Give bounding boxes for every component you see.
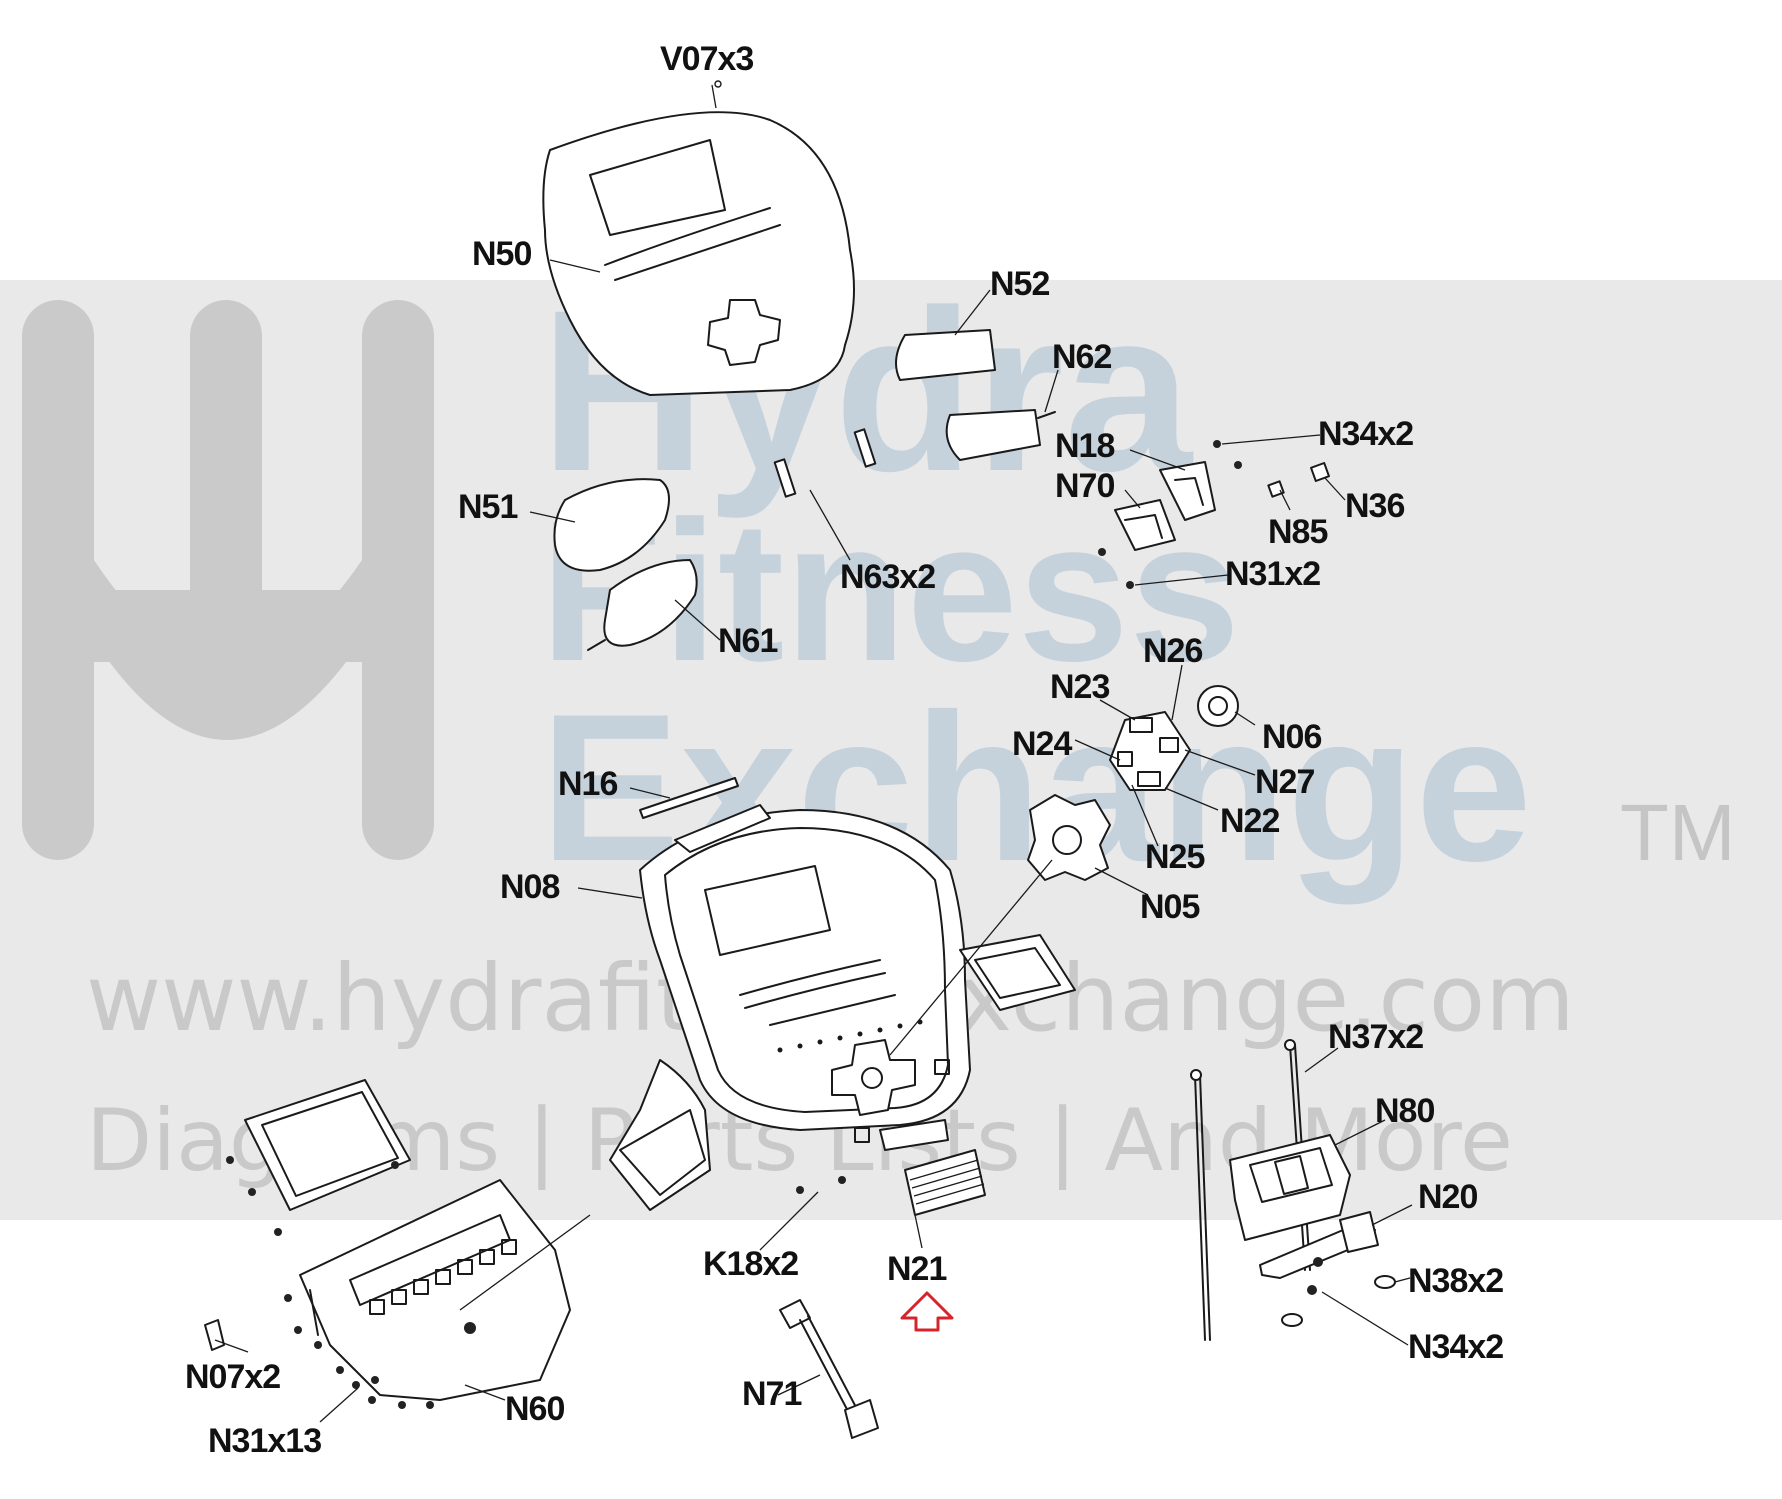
label-v07x3: V07x3	[660, 40, 753, 78]
part-labels: V07x3 N50 N52 N62 N34x2 N18 N70 N36 N85 …	[185, 40, 1504, 1460]
part-n18-bracket	[1159, 461, 1216, 521]
part-k18-screws	[796, 1176, 846, 1194]
label-n34x2-bottom: N34x2	[1408, 1328, 1503, 1366]
part-n38-washers	[1281, 1275, 1396, 1327]
label-n70: N70	[1055, 467, 1114, 505]
label-n80: N80	[1375, 1092, 1434, 1130]
label-n08: N08	[500, 868, 559, 906]
part-n08-console	[609, 804, 1076, 1211]
label-n71: N71	[742, 1375, 801, 1413]
label-n31x13: N31x13	[208, 1422, 321, 1460]
label-n52: N52	[990, 265, 1049, 303]
part-n31-screws	[226, 1156, 434, 1409]
label-k18x2: K18x2	[703, 1245, 798, 1283]
label-n34x2-top: N34x2	[1318, 415, 1413, 453]
part-n60-board	[299, 1179, 571, 1401]
part-n05-knob	[1027, 794, 1111, 881]
label-n24: N24	[1012, 725, 1072, 763]
part-n51-overlay	[553, 478, 670, 572]
part-knob-switches	[1109, 711, 1191, 791]
part-n34-screws-bottom	[1307, 1257, 1323, 1295]
part-n70-bracket	[1114, 499, 1176, 551]
label-n25: N25	[1145, 838, 1204, 876]
label-n18: N18	[1055, 427, 1114, 465]
part-small-screws-top	[1098, 440, 1330, 589]
watermark-trademark: TM	[1620, 788, 1736, 877]
part-n63-connectors	[773, 428, 877, 498]
part-n50-overlay	[542, 80, 855, 396]
label-n31x2: N31x2	[1225, 555, 1320, 593]
label-n20: N20	[1418, 1178, 1477, 1216]
label-n62: N62	[1052, 338, 1111, 376]
label-n21: N21	[887, 1250, 946, 1288]
part-n21-grille	[904, 1149, 986, 1216]
part-n06-bearing	[1197, 685, 1239, 727]
part-n16-strip	[639, 777, 739, 819]
label-n38x2: N38x2	[1408, 1262, 1503, 1300]
label-n23: N23	[1050, 668, 1109, 706]
up-arrow-icon	[900, 1291, 954, 1332]
label-n60: N60	[505, 1390, 564, 1428]
part-n62-overlay	[945, 409, 1056, 461]
part-n80-block	[1229, 1134, 1351, 1241]
part-n52-overlay	[895, 329, 996, 381]
label-n06: N06	[1262, 718, 1321, 756]
part-n07-standoff	[204, 1319, 225, 1351]
part-n71-cable	[779, 1299, 879, 1439]
label-n05: N05	[1140, 888, 1199, 926]
watermark-logo	[22, 300, 434, 860]
label-n51: N51	[458, 488, 517, 526]
label-n16: N16	[558, 765, 617, 803]
part-display-frame	[244, 1079, 411, 1211]
part-n37-bolts	[1190, 1039, 1311, 1341]
leader-lines	[214, 259, 1413, 1423]
label-n61: N61	[718, 622, 777, 660]
label-n50: N50	[472, 235, 531, 273]
part-n61-overlay	[587, 559, 698, 651]
label-n27: N27	[1255, 763, 1314, 801]
label-n36: N36	[1345, 487, 1404, 525]
part-n20-plate	[1259, 1211, 1379, 1279]
label-n22: N22	[1220, 802, 1279, 840]
label-n07x2: N07x2	[185, 1358, 280, 1396]
label-n85: N85	[1268, 513, 1327, 551]
label-n37x2: N37x2	[1328, 1018, 1423, 1056]
label-n26: N26	[1143, 632, 1202, 670]
label-n63x2: N63x2	[840, 558, 935, 596]
